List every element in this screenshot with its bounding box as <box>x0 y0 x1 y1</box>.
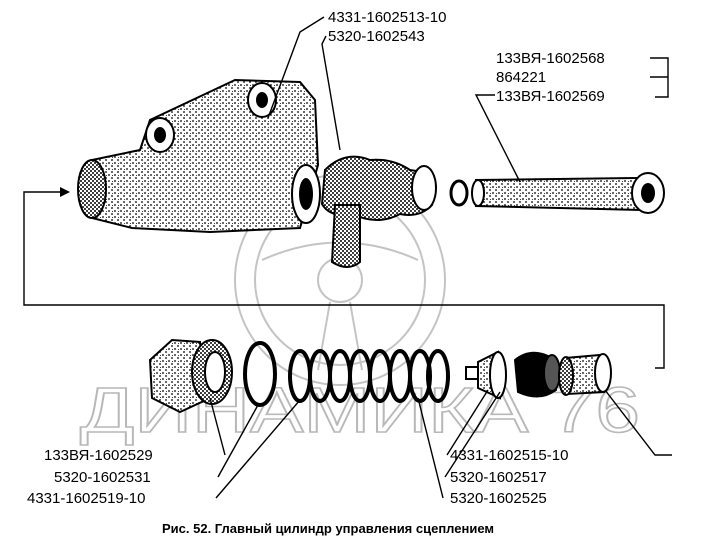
assembly-connection-arrow <box>23 187 665 369</box>
piston-drawing <box>558 353 612 396</box>
label-cylinder-body: 4331-1602513-10 <box>328 9 446 26</box>
label-return-spring: 4331-1602519-10 <box>27 490 145 507</box>
plug-nut-drawing <box>148 338 233 414</box>
piston-cup-drawing <box>513 351 561 398</box>
part-labels: 4331-1602513-10 5320-1602543 133ВЯ-16025… <box>27 9 605 507</box>
leader-lines <box>209 16 672 499</box>
figure-caption: Рис. 52. Главный цилиндр управления сцеп… <box>162 521 494 536</box>
label-valve: 5320-1602525 <box>450 490 547 507</box>
label-piston-cup: 5320-1602517 <box>450 469 547 486</box>
protective-boot-drawing <box>320 155 438 268</box>
push-rod-drawing <box>471 172 665 214</box>
label-nut: 864221 <box>496 69 546 86</box>
cylinder-body-drawing <box>77 78 321 234</box>
label-plug-nut: 133ВЯ-1602529 <box>44 447 153 464</box>
gasket-drawing <box>243 341 277 407</box>
snap-ring-drawing <box>449 179 469 207</box>
label-push-rod-fork: 133ВЯ-1602568 <box>496 50 605 67</box>
label-gasket: 5320-1602531 <box>54 469 151 486</box>
label-protective-boot: 5320-1602543 <box>328 28 425 45</box>
label-piston: 4331-1602515-10 <box>450 447 568 464</box>
label-push-rod: 133ВЯ-1602569 <box>496 88 605 105</box>
valve-drawing <box>465 350 507 400</box>
